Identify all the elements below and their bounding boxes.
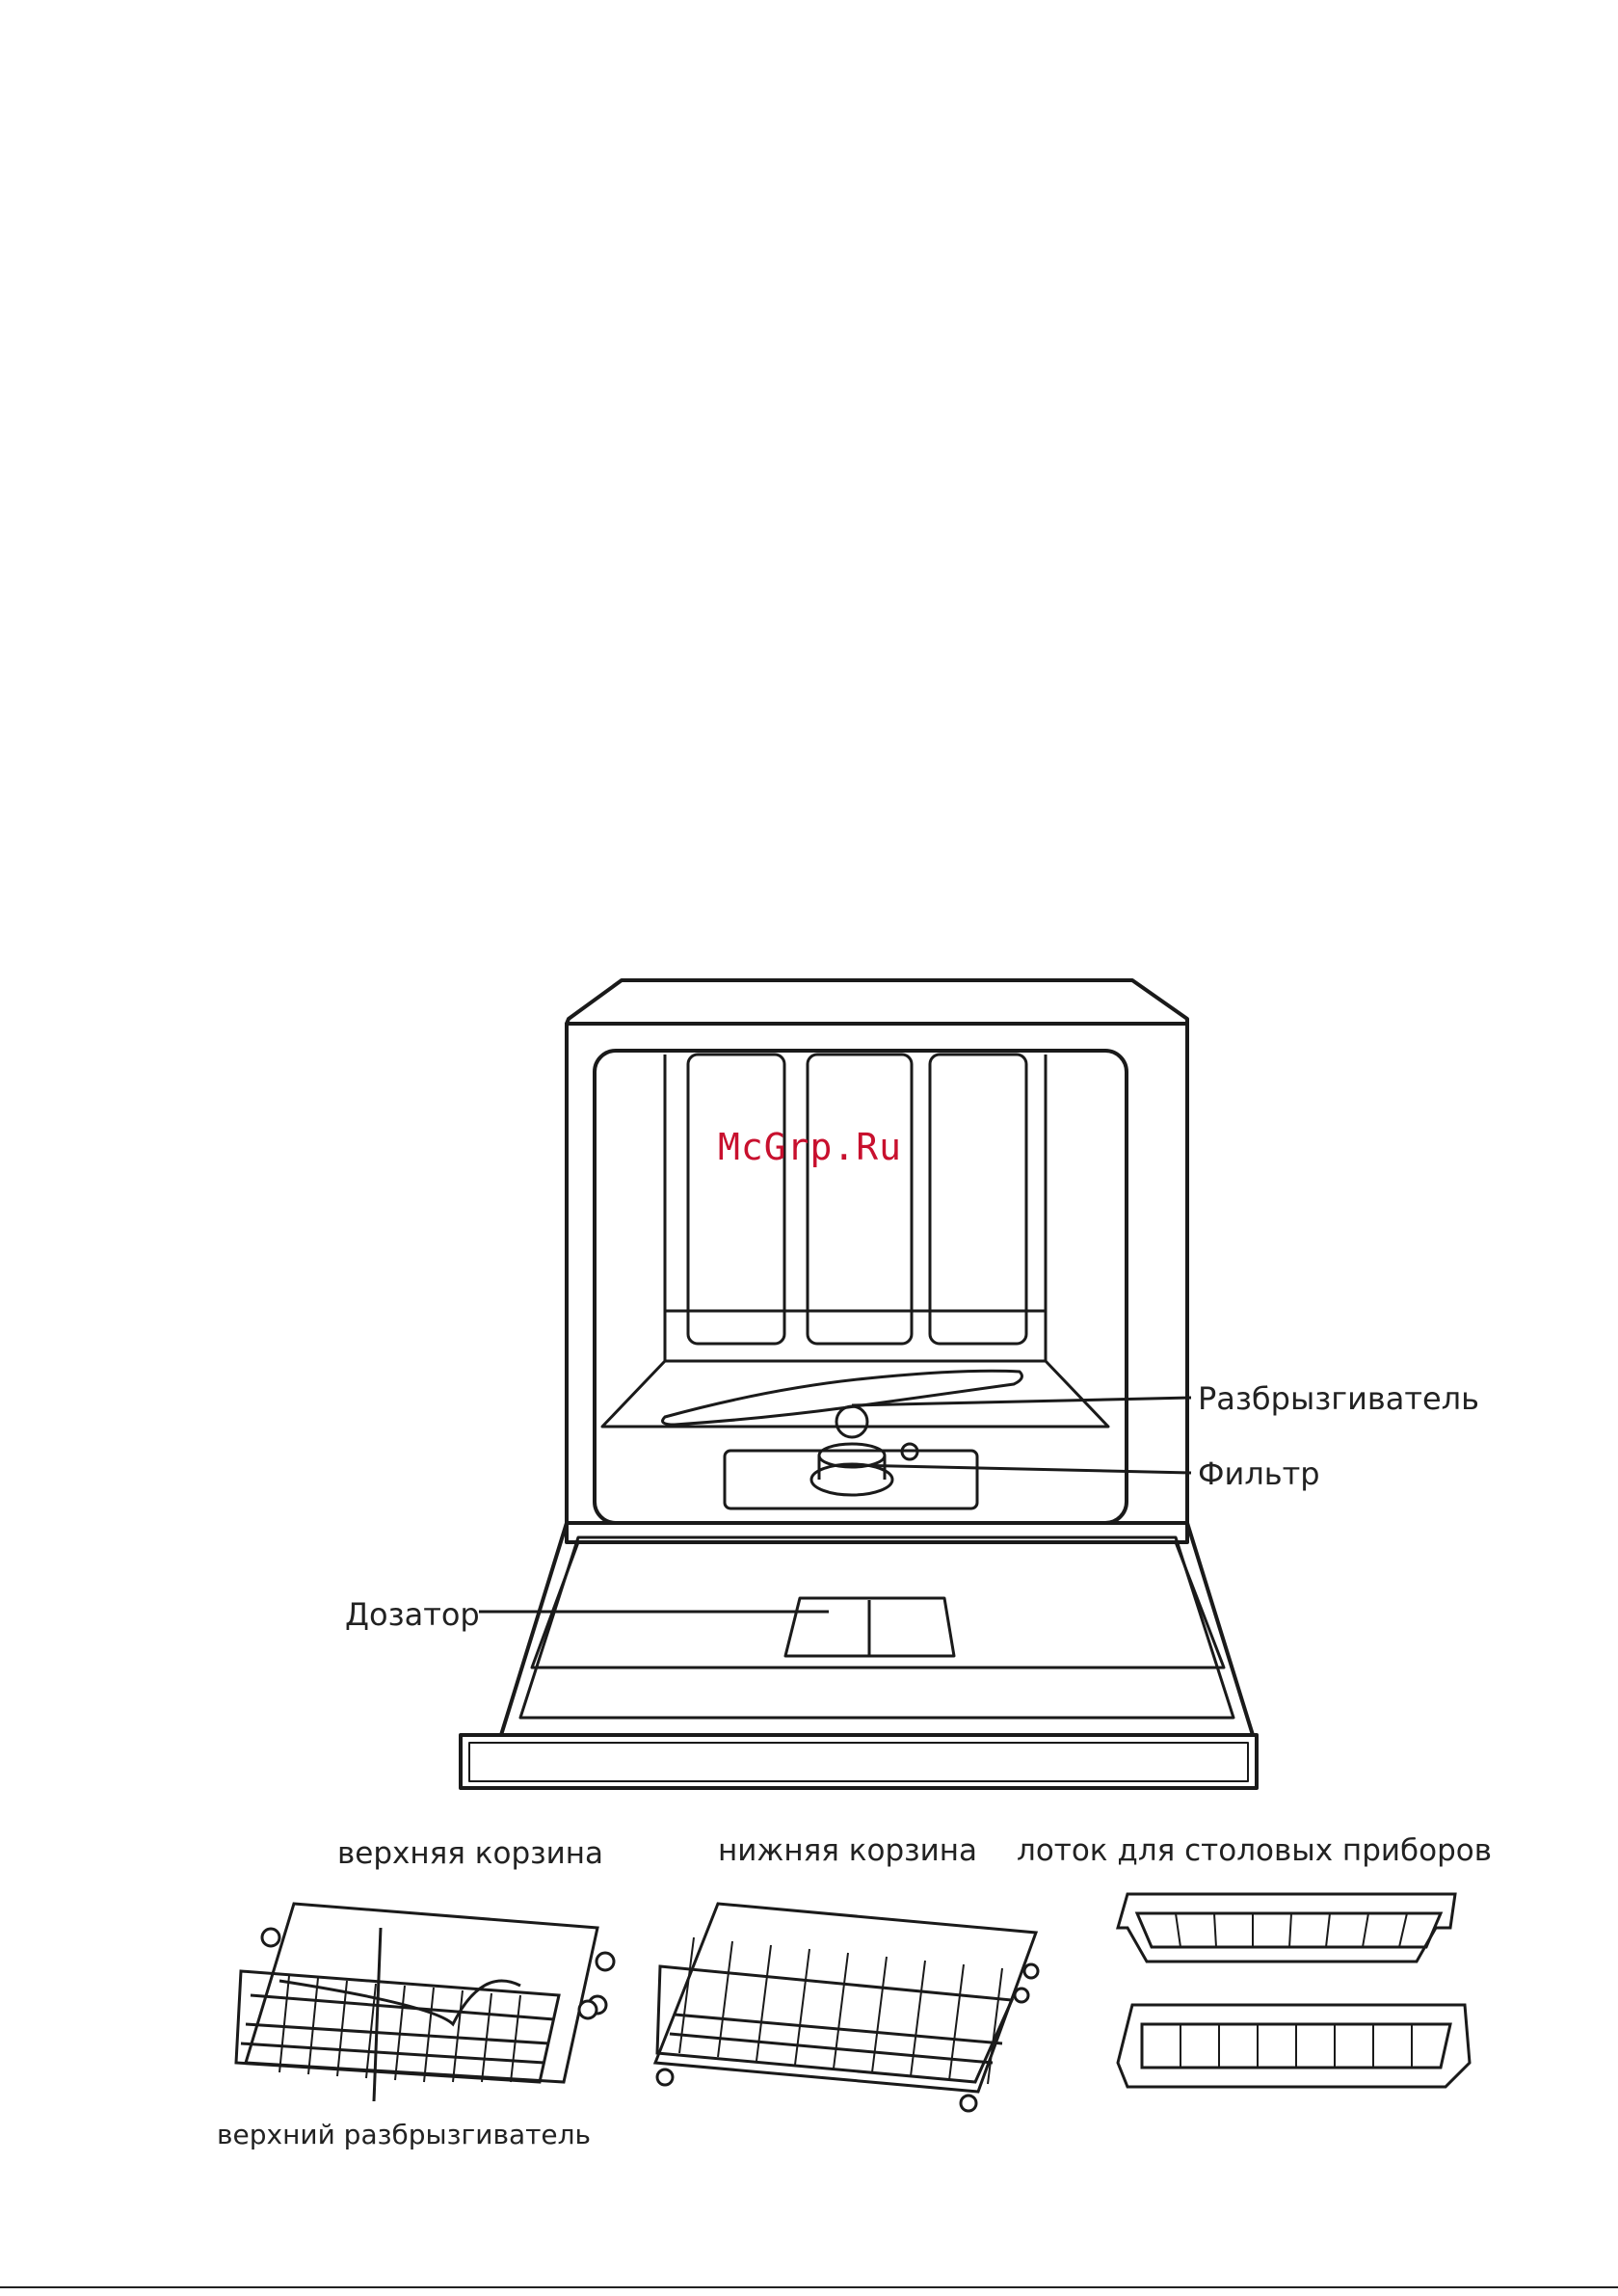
- bottom-rule: [0, 2286, 1618, 2288]
- sprayer-label: Разбрызгиватель: [1198, 1380, 1479, 1417]
- filter-label: Фильтр: [1198, 1455, 1320, 1492]
- dispenser-label: Дозатор: [345, 1596, 480, 1633]
- upper-basket-caption: верхняя корзина: [337, 1836, 603, 1871]
- cutlery-tray-caption: лоток для столовых приборов: [1017, 1833, 1492, 1868]
- lower-basket-caption: нижняя корзина: [718, 1833, 977, 1868]
- upper-sprayer-caption: верхний разбрызгиватель: [217, 2119, 591, 2150]
- watermark: McGrp.Ru: [718, 1126, 902, 1168]
